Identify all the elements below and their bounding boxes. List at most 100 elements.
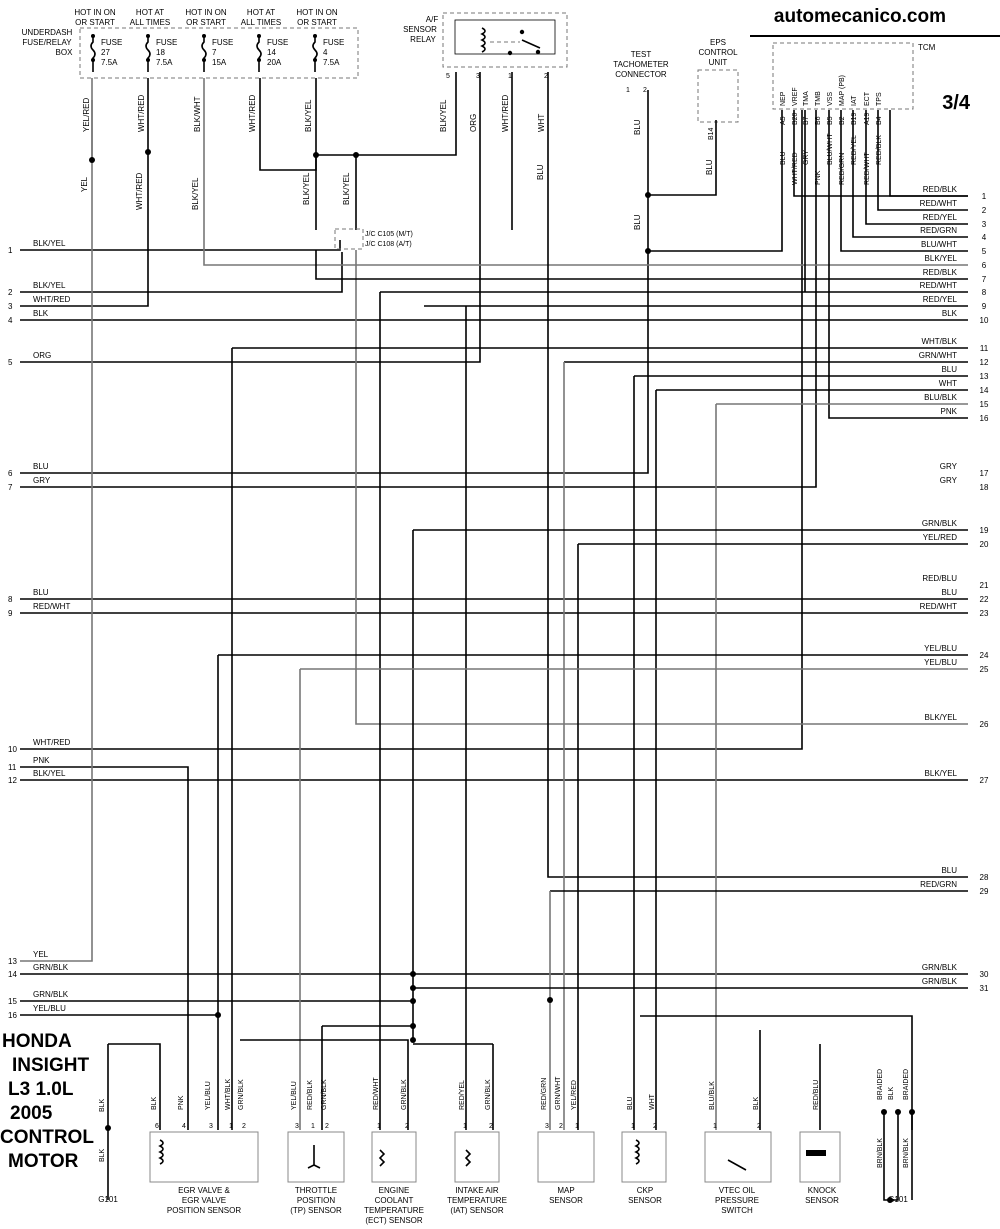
right-line-number: 19 bbox=[980, 526, 989, 535]
tcm-wire-label: GRY bbox=[803, 150, 810, 165]
fuse-number: 7 bbox=[212, 48, 217, 57]
fuse-hot-label: OR START bbox=[297, 18, 337, 27]
af-relay-wire-label: WHT/RED bbox=[501, 94, 510, 132]
component-wire-label: BLK bbox=[753, 1096, 760, 1110]
fuse-hot-label: HOT IN ON bbox=[74, 8, 115, 17]
left-line-number: 10 bbox=[8, 745, 17, 754]
wire-label: BLU bbox=[705, 159, 714, 175]
right-line-number: 23 bbox=[980, 609, 989, 618]
component-name: COOLANT bbox=[375, 1196, 414, 1205]
tcm-signal-label: TMA bbox=[803, 91, 810, 106]
title-line-6: MOTOR bbox=[8, 1151, 79, 1172]
splice-dot bbox=[547, 997, 553, 1003]
component-pin: 3 bbox=[295, 1123, 299, 1130]
component-pin: 2 bbox=[242, 1123, 246, 1130]
fuse-number: 4 bbox=[323, 48, 328, 57]
eps-label-3: UNIT bbox=[709, 58, 728, 67]
left-line-wire: BLK/YEL bbox=[33, 281, 66, 290]
thermistor-icon bbox=[378, 1149, 386, 1167]
component-pin: 1 bbox=[377, 1123, 381, 1130]
left-line-wire: YEL/BLU bbox=[33, 1004, 66, 1013]
component-wire-label: GRN/BLK bbox=[401, 1079, 408, 1110]
component-1: 3YEL/BLU1RED/BLK2GRN/BLKTHROTTLEPOSITION… bbox=[287, 1079, 345, 1215]
splice-dot bbox=[353, 152, 359, 158]
right-line-number: 9 bbox=[982, 302, 987, 311]
site-name: automecanico.com bbox=[773, 6, 946, 27]
splice-dot bbox=[410, 971, 416, 977]
component-wire-label: WHT/BLK bbox=[225, 1079, 232, 1110]
right-line-number: 12 bbox=[980, 358, 989, 367]
test-tach-label-1: TEST bbox=[631, 50, 652, 59]
left-line-wire: ORG bbox=[33, 351, 51, 360]
fuse-amperage: 7.5A bbox=[156, 58, 173, 67]
test-tach-pin-1: 1 bbox=[626, 87, 630, 94]
splice-dot bbox=[645, 192, 651, 198]
right-line-number: 29 bbox=[980, 887, 989, 896]
component-name: (ECT) SENSOR bbox=[365, 1216, 423, 1225]
right-line-number: 28 bbox=[980, 873, 989, 882]
component-name: SENSOR bbox=[805, 1196, 839, 1205]
right-line-wire: BLU bbox=[941, 588, 957, 597]
wire-label: BLU bbox=[633, 119, 642, 135]
right-line-number: 7 bbox=[982, 275, 987, 284]
left-line-wire: PNK bbox=[33, 756, 50, 765]
right-line-number: 16 bbox=[980, 414, 989, 423]
component-name: SWITCH bbox=[721, 1206, 753, 1215]
right-line-wire: GRN/BLK bbox=[922, 519, 958, 528]
right-line-wire: BLU/BLK bbox=[924, 393, 958, 402]
title-line-5: CONTROL bbox=[0, 1127, 94, 1148]
fuse-hot-label: OR START bbox=[75, 18, 115, 27]
right-line-number: 4 bbox=[982, 233, 987, 242]
component-wire-label: RED/BLU bbox=[813, 1080, 820, 1110]
left-line-number: 8 bbox=[8, 595, 13, 604]
component-name: INTAKE AIR bbox=[455, 1186, 499, 1195]
splice-dot bbox=[410, 998, 416, 1004]
tcm-signal-label: TMB bbox=[815, 91, 822, 106]
ground-wire-label: BRN/BLK bbox=[877, 1138, 884, 1168]
af-sensor-relay: A/F SENSOR RELAY bbox=[403, 12, 568, 68]
fuse-number: 18 bbox=[156, 48, 165, 57]
left-line-wire: BLK bbox=[33, 309, 49, 318]
left-line-wire: WHT/RED bbox=[33, 295, 71, 304]
right-line-wire: GRN/WHT bbox=[919, 351, 957, 360]
test-tachometer-connector: TEST TACHOMETER CONNECTOR 1 2 bbox=[613, 50, 669, 94]
wire-label: WHT/RED bbox=[135, 172, 144, 210]
piezo-element-icon bbox=[806, 1150, 826, 1156]
tcm-wire-label: WHT/RED bbox=[792, 152, 799, 185]
component-name: SENSOR bbox=[549, 1196, 583, 1205]
left-line-number: 9 bbox=[8, 609, 13, 618]
component-pin: 2 bbox=[325, 1123, 329, 1130]
component-wire-label: BLK bbox=[151, 1096, 158, 1110]
tcm-signal-label: ECT bbox=[864, 91, 871, 106]
fuse-wire-label: WHT/RED bbox=[248, 94, 257, 132]
tcm-pin-label: B20 bbox=[792, 112, 799, 125]
fuse-amperage: 7.5A bbox=[323, 58, 340, 67]
fuse-hot-label: HOT IN ON bbox=[296, 8, 337, 17]
left-line-number: 12 bbox=[8, 776, 17, 785]
test-tach-pin-2: 2 bbox=[643, 87, 647, 94]
component-name: SENSOR bbox=[628, 1196, 662, 1205]
wire-label: BLU bbox=[536, 164, 545, 180]
splice-dot bbox=[645, 248, 651, 254]
jc-label-c108: J/C C108 (A/T) bbox=[365, 241, 412, 248]
tcm-wire-label: RED/WHT bbox=[864, 152, 871, 185]
right-line-wire: BLK/YEL bbox=[925, 713, 958, 722]
fuse-icon bbox=[145, 36, 151, 72]
right-line-number: 31 bbox=[980, 984, 989, 993]
eps-label-1: EPS bbox=[710, 38, 726, 47]
tcm-pin-label: A19 bbox=[864, 112, 871, 125]
splice-dot bbox=[313, 152, 319, 158]
wire-label: YEL bbox=[80, 176, 89, 192]
eps-pin: B14 bbox=[708, 127, 715, 140]
right-line-wire: RED/YEL bbox=[923, 213, 958, 222]
solenoid-icon bbox=[158, 1139, 164, 1165]
splice-dot bbox=[145, 149, 151, 155]
left-line-wire: RED/WHT bbox=[33, 602, 70, 611]
ground-wire-label: BRN/BLK bbox=[903, 1138, 910, 1168]
component-2: 1RED/WHT2GRN/BLKENGINECOOLANTTEMPERATURE… bbox=[364, 1077, 424, 1225]
left-line-number: 16 bbox=[8, 1011, 17, 1020]
